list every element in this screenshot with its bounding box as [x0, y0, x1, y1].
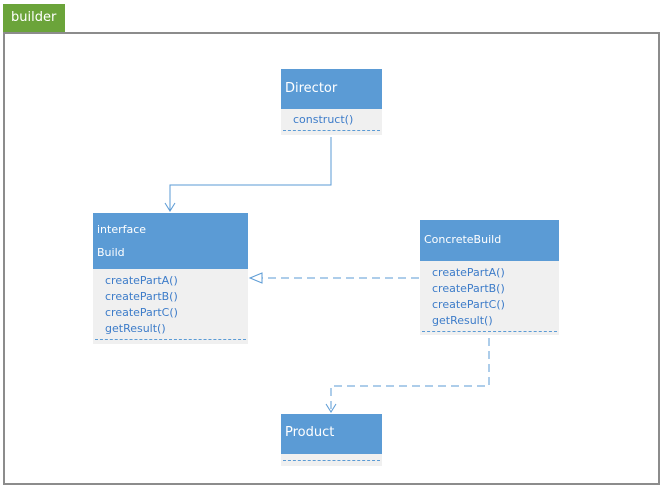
class-product[interactable]: Product [281, 414, 382, 466]
operation: getResult() [432, 314, 493, 327]
class-product-header: Product [281, 414, 382, 454]
class-build-stereotype: interface [97, 223, 147, 236]
class-director-name: Director [285, 81, 338, 96]
realization-concrete-build [248, 272, 419, 284]
compartment-divider [95, 339, 246, 340]
class-director-header: Director [281, 69, 382, 109]
operation: createPartC() [105, 306, 178, 319]
dependency-concrete-product [325, 338, 490, 413]
operation: createPartB() [432, 282, 505, 295]
class-product-name: Product [285, 425, 335, 440]
class-concrete-build-name: ConcreteBuild [424, 233, 502, 246]
class-build[interactable]: interface Build createPartA() createPart… [93, 213, 248, 344]
operation: createPartB() [105, 290, 178, 303]
operation: construct() [293, 113, 354, 126]
compartment-divider [283, 460, 380, 461]
class-concrete-build-header: ConcreteBuild [420, 220, 559, 261]
association-director-build [164, 137, 332, 212]
class-director[interactable]: Director construct() [281, 69, 382, 135]
operation: createPartC() [432, 298, 505, 311]
class-build-header: interface Build [93, 213, 248, 269]
class-build-name: Build [97, 246, 125, 259]
operation: createPartA() [432, 266, 505, 279]
operation: getResult() [105, 322, 166, 335]
package-tab: builder [3, 4, 65, 32]
operation: createPartA() [105, 274, 178, 287]
compartment-divider [283, 130, 380, 131]
compartment-divider [422, 331, 557, 332]
class-concrete-build[interactable]: ConcreteBuild createPartA() createPartB(… [420, 220, 559, 335]
